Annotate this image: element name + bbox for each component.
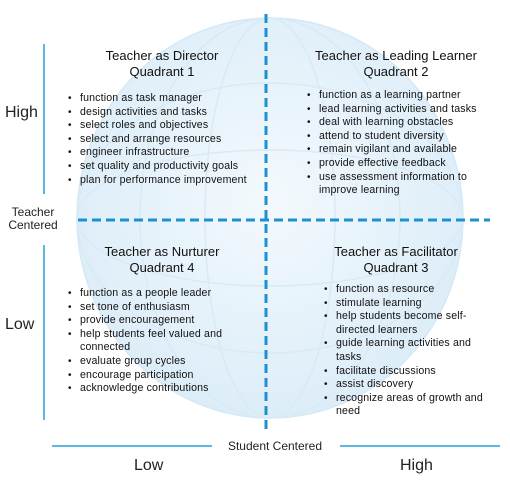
quadrant-2-title: Teacher as Leading Learner bbox=[315, 48, 477, 63]
y-axis-title-line2: Centered bbox=[8, 218, 58, 232]
quadrant-4-heading: Teacher as Nurturer Quadrant 4 bbox=[62, 244, 262, 276]
list-item: use assessment information to improve le… bbox=[307, 171, 481, 198]
quadrant-2-list: function as a learning partner lead lear… bbox=[307, 89, 492, 198]
y-axis-low-label: Low bbox=[5, 316, 35, 333]
list-item: assist discovery bbox=[324, 378, 484, 392]
x-axis-line-right bbox=[340, 445, 500, 447]
quadrant-3-list: function as resource stimulate learning … bbox=[324, 283, 484, 419]
list-item: function as task manager bbox=[68, 92, 263, 106]
list-item: provide effective feedback bbox=[307, 157, 492, 171]
list-item: design activities and tasks bbox=[68, 106, 263, 120]
list-item: attend to student diversity bbox=[307, 130, 492, 144]
y-axis-title-line1: Teacher bbox=[11, 205, 55, 219]
quadrant-3-subtitle: Quadrant 3 bbox=[363, 260, 429, 275]
list-item: encourage participation bbox=[68, 369, 258, 383]
quadrant-1-heading: Teacher as Director Quadrant 1 bbox=[62, 48, 262, 80]
list-item: help students become self-directed learn… bbox=[324, 310, 476, 337]
horizontal-divider bbox=[78, 218, 490, 222]
quadrant-2-heading: Teacher as Leading Learner Quadrant 2 bbox=[296, 48, 496, 80]
list-item: engineer infrastructure bbox=[68, 146, 263, 160]
y-axis-line-lower bbox=[43, 245, 45, 420]
list-item: function as a people leader bbox=[68, 287, 258, 301]
list-item: deal with learning obstacles bbox=[307, 116, 492, 130]
list-item: select roles and objectives bbox=[68, 119, 263, 133]
quadrant-4-list: function as a people leader set tone of … bbox=[68, 287, 258, 396]
list-item: guide learning activities and tasks bbox=[324, 337, 476, 364]
list-item: lead learning activities and tasks bbox=[307, 103, 492, 117]
list-item: function as resource bbox=[324, 283, 484, 297]
y-axis-high-label: High bbox=[5, 104, 38, 121]
list-item: help students feel valued and connected bbox=[68, 328, 230, 355]
list-item: function as a learning partner bbox=[307, 89, 492, 103]
quadrant-1-list: function as task manager design activiti… bbox=[68, 92, 263, 187]
list-item: facilitate discussions bbox=[324, 365, 484, 379]
list-item: stimulate learning bbox=[324, 297, 484, 311]
vertical-divider bbox=[264, 14, 268, 434]
list-item: plan for performance improvement bbox=[68, 174, 263, 188]
x-axis-high-label: High bbox=[400, 457, 433, 474]
list-item: provide encouragement bbox=[68, 314, 258, 328]
y-axis-line-upper bbox=[43, 44, 45, 194]
list-item: evaluate group cycles bbox=[68, 355, 258, 369]
y-axis-title: Teacher Centered bbox=[0, 206, 66, 232]
quadrant-3-heading: Teacher as Facilitator Quadrant 3 bbox=[296, 244, 496, 276]
list-item: remain vigilant and available bbox=[307, 143, 492, 157]
quadrant-3-title: Teacher as Facilitator bbox=[334, 244, 458, 259]
x-axis-low-label: Low bbox=[134, 457, 164, 474]
list-item: acknowledge contributions bbox=[68, 382, 258, 396]
list-item: set tone of enthusiasm bbox=[68, 301, 258, 315]
quadrant-1-subtitle: Quadrant 1 bbox=[129, 64, 195, 79]
quadrant-1-title: Teacher as Director bbox=[105, 48, 219, 63]
quadrant-4-subtitle: Quadrant 4 bbox=[129, 260, 195, 275]
x-axis-line-left bbox=[52, 445, 212, 447]
x-axis-title: Student Centered bbox=[227, 439, 323, 453]
quadrant-2-subtitle: Quadrant 2 bbox=[363, 64, 429, 79]
list-item: recognize areas of growth and need bbox=[324, 392, 486, 419]
list-item: set quality and productivity goals bbox=[68, 160, 263, 174]
list-item: select and arrange resources bbox=[68, 133, 263, 147]
quadrant-4-title: Teacher as Nurturer bbox=[104, 244, 220, 259]
